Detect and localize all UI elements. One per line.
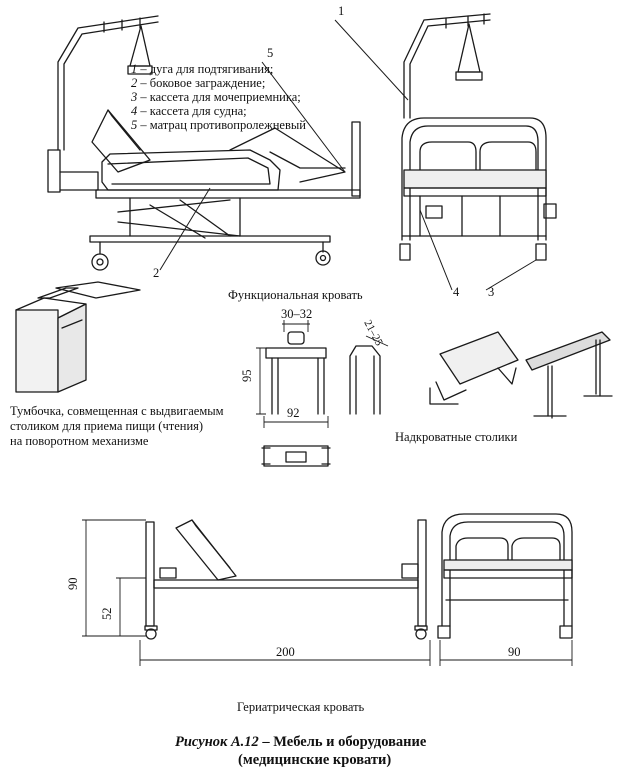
bed-tables-caption: Надкроватные столики <box>395 430 518 444</box>
legend-item-4: 4 – кассета для судна; <box>131 104 247 118</box>
dim-table-width: 92 <box>287 406 300 420</box>
functional-bed-caption: Функциональная кровать <box>228 288 363 302</box>
dim-geri-seat: 52 <box>100 607 114 621</box>
dim-geri-width: 90 <box>508 645 521 659</box>
nightstand-caption-line-3: на поворотном механизме <box>10 434 149 448</box>
nightstand-drawing <box>15 281 141 393</box>
overbed-tables <box>429 331 613 419</box>
callout-leaders <box>159 19 537 291</box>
callout-2: 2 <box>153 266 160 280</box>
legend-item-5: 5 – матрац противопролежневый <box>131 118 306 132</box>
callout-3: 3 <box>488 285 495 299</box>
dim-geri-length: 200 <box>276 645 295 659</box>
dim-table-height: 95 <box>240 369 254 383</box>
table-front-view <box>261 331 331 467</box>
legend-item-1: 1 – дуга для подтягивания; <box>131 62 274 76</box>
dimension-lines <box>82 320 573 666</box>
dim-table-top: 30–32 <box>281 307 313 321</box>
nightstand-caption-line-1: Тумбочка, совмещенная с выдвигаемым <box>10 404 224 418</box>
callout-1: 1 <box>338 4 345 18</box>
figure-title-line-1: Рисунок А.12 – Мебель и оборудование <box>175 734 427 750</box>
nightstand-caption-line-2: столиком для приема пищи (чтения) <box>10 419 204 433</box>
figure-title-line-2: (медицинские кровати) <box>238 752 392 768</box>
geriatric-bed-end-view <box>437 513 573 639</box>
legend-item-2: 2 – боковое заграждение; <box>131 76 266 90</box>
functional-bed-side-view <box>47 15 361 271</box>
dim-geri-height: 90 <box>66 577 80 591</box>
functional-bed-end-view <box>399 13 557 261</box>
legend-item-3: 3 – кассета для мочеприемника; <box>131 90 301 104</box>
table-side-view <box>349 345 381 415</box>
callout-5: 5 <box>267 46 274 60</box>
geriatric-bed-caption: Гериатрическая кровать <box>237 700 365 714</box>
callout-4: 4 <box>453 285 460 299</box>
geriatric-bed-side-view <box>144 519 428 640</box>
